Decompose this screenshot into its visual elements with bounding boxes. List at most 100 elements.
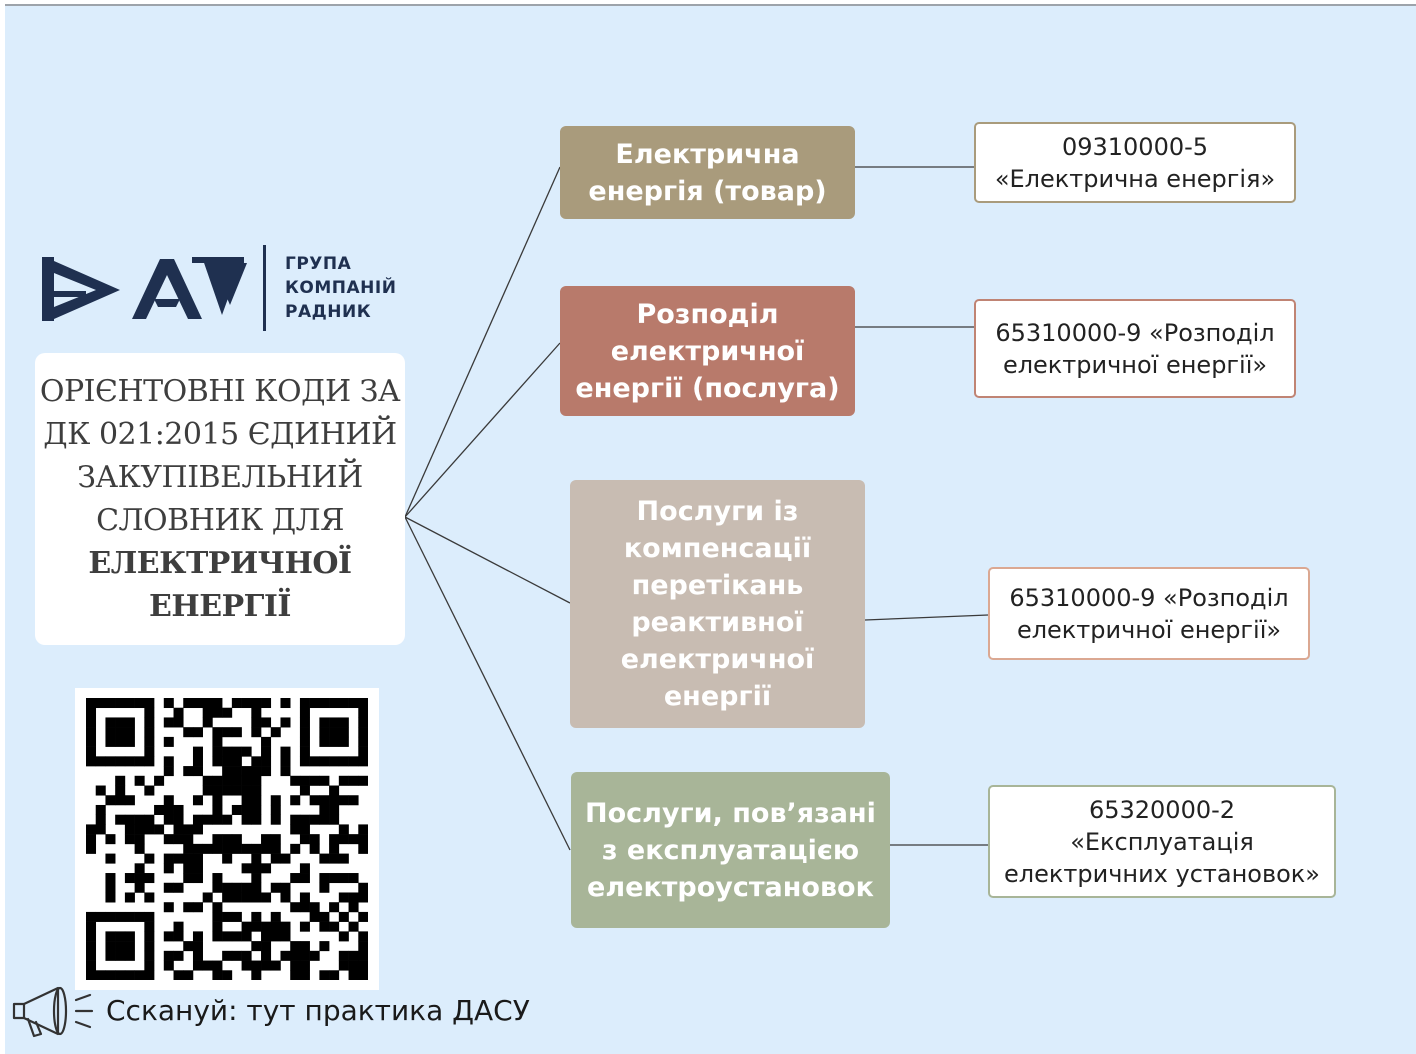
qr-module xyxy=(183,727,194,738)
qr-module xyxy=(105,882,116,893)
qr-module xyxy=(348,960,359,971)
qr-module xyxy=(222,970,233,980)
qr-module xyxy=(338,960,349,971)
qr-module xyxy=(231,892,242,903)
qr-module xyxy=(163,736,174,747)
qr-module xyxy=(134,970,145,980)
qr-module xyxy=(329,795,340,806)
qr-module xyxy=(222,727,233,738)
qr-module xyxy=(299,756,310,767)
qr-module xyxy=(251,717,262,728)
qr-module xyxy=(144,698,155,709)
qr-module xyxy=(134,756,145,767)
qr-module xyxy=(251,766,262,777)
qr-module xyxy=(231,756,242,767)
qr-module xyxy=(163,804,174,815)
qr-module xyxy=(183,873,194,884)
qr-module xyxy=(163,902,174,913)
qr-module xyxy=(329,804,340,815)
qr-module xyxy=(309,814,320,825)
qr-module xyxy=(134,873,145,884)
qr-module xyxy=(105,853,116,864)
qr-module xyxy=(358,698,368,709)
qr-module xyxy=(124,950,135,961)
code-box-65310000-9-b: 65310000-9 «Розподіл електричної енергії… xyxy=(988,567,1310,660)
qr-module xyxy=(144,941,155,952)
qr-code[interactable] xyxy=(75,688,379,990)
code-line: 65310000-9 «Розподіл xyxy=(995,318,1275,347)
qr-module xyxy=(290,824,301,835)
qr-module xyxy=(86,834,97,845)
qr-module xyxy=(212,756,223,767)
qr-module xyxy=(270,834,281,845)
qr-module xyxy=(280,766,291,777)
qr-module xyxy=(183,834,194,845)
qr-module xyxy=(299,814,310,825)
qr-module xyxy=(86,717,97,728)
megaphone-icon xyxy=(12,986,94,1038)
qr-module xyxy=(163,853,174,864)
qr-module xyxy=(144,931,155,942)
logo-line-1: ГРУПА xyxy=(285,254,352,274)
qr-module xyxy=(329,921,340,932)
category-label: Розподіл електричної енергії (послуга) xyxy=(575,298,840,404)
qr-module xyxy=(212,911,223,922)
qr-module xyxy=(319,795,330,806)
qr-module xyxy=(251,775,262,786)
category-label: Послуги із компенсації перетікань реакти… xyxy=(620,496,815,712)
qr-module xyxy=(299,892,310,903)
qr-module xyxy=(222,775,233,786)
qr-module xyxy=(338,824,349,835)
qr-module xyxy=(329,756,340,767)
qr-module xyxy=(261,698,272,709)
qr-module xyxy=(241,892,252,903)
qr-module xyxy=(86,756,97,767)
qr-module xyxy=(86,698,97,709)
qr-module xyxy=(144,950,155,961)
qr-module xyxy=(124,931,135,942)
qr-module xyxy=(163,950,174,961)
qr-module xyxy=(105,970,116,980)
qr-module xyxy=(86,960,97,971)
code-line: 65310000-9 «Розподіл xyxy=(1009,583,1289,612)
qr-module xyxy=(358,834,368,845)
qr-module xyxy=(86,921,97,932)
qr-module xyxy=(299,960,310,971)
qr-module xyxy=(329,785,340,796)
category-label: Послуги, пов’язані з експлуатацією елект… xyxy=(585,797,876,903)
qr-module xyxy=(134,911,145,922)
qr-module xyxy=(192,950,203,961)
qr-module xyxy=(192,727,203,738)
qr-module xyxy=(309,843,320,854)
qr-module xyxy=(329,717,340,728)
qr-module xyxy=(95,804,106,815)
qr-module xyxy=(115,736,126,747)
qr-module xyxy=(329,873,340,884)
qr-module xyxy=(212,931,223,942)
qr-module xyxy=(212,921,223,932)
qr-module xyxy=(124,970,135,980)
qr-module xyxy=(212,970,223,980)
qr-module xyxy=(290,960,301,971)
qr-module xyxy=(270,960,281,971)
qr-module xyxy=(348,775,359,786)
qr-module xyxy=(86,931,97,942)
qr-module xyxy=(173,921,184,932)
qr-module xyxy=(192,902,203,913)
qr-module xyxy=(124,941,135,952)
qr-module xyxy=(319,775,330,786)
title-line-1: ОРІЄНТОВНІ КОДИ ЗА xyxy=(39,374,401,409)
qr-module xyxy=(163,863,174,874)
qr-module xyxy=(251,804,262,815)
qr-module xyxy=(134,824,145,835)
qr-module xyxy=(358,746,368,757)
qr-module xyxy=(144,970,155,980)
qr-module xyxy=(261,892,272,903)
qr-module xyxy=(115,970,126,980)
category-box-distribution: Розподіл електричної енергії (послуга) xyxy=(560,286,855,416)
qr-module xyxy=(183,863,194,874)
qr-module xyxy=(299,824,310,835)
qr-module xyxy=(261,950,272,961)
qr-module xyxy=(105,834,116,845)
qr-module xyxy=(124,824,135,835)
